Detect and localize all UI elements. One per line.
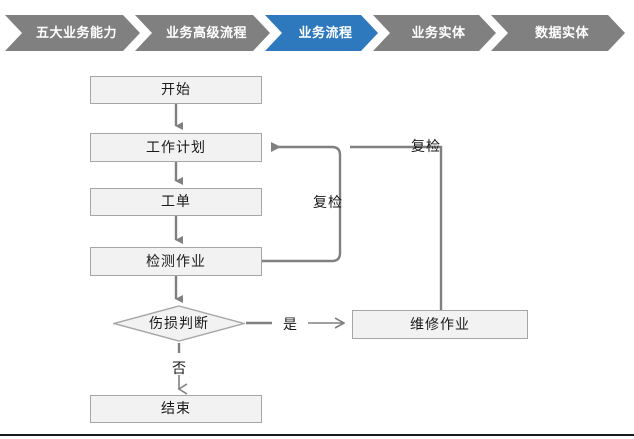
edge-label-recheck-inner: 复检 [313, 195, 343, 211]
node-inspection-task[interactable]: 检测作业 [90, 247, 262, 276]
edge-label-recheck-outer: 复检 [411, 139, 441, 155]
breadcrumb-item-1[interactable]: 业务高级流程 [135, 15, 270, 51]
breadcrumb-item-2-active[interactable]: 业务流程 [265, 15, 378, 51]
node-start-label: 开始 [161, 82, 191, 98]
diamond-icon [113, 305, 245, 342]
node-repair-task[interactable]: 维修作业 [352, 310, 528, 339]
node-end-label: 结束 [161, 401, 191, 417]
breadcrumb-item-1-label: 业务高级流程 [165, 25, 247, 41]
breadcrumb-item-0-label: 五大业务能力 [35, 25, 117, 41]
breadcrumb-item-3[interactable]: 业务实体 [373, 15, 496, 51]
bottom-divider [0, 434, 634, 436]
breadcrumb-item-4-label: 数据实体 [534, 25, 589, 41]
node-work-order-label: 工单 [161, 194, 191, 210]
node-work-plan-label: 工作计划 [146, 139, 206, 156]
breadcrumb-item-3-label: 业务实体 [411, 25, 466, 41]
edge-label-yes: 是 [283, 317, 298, 333]
node-end[interactable]: 结束 [90, 395, 262, 423]
node-start[interactable]: 开始 [90, 76, 262, 104]
edge-label-no: 否 [172, 361, 187, 377]
node-damage-decision-label: 伤损判断 [149, 315, 209, 332]
node-work-plan[interactable]: 工作计划 [90, 133, 262, 162]
node-damage-decision[interactable]: 伤损判断 [113, 305, 245, 342]
node-inspection-task-label: 检测作业 [146, 253, 206, 270]
node-work-order[interactable]: 工单 [90, 188, 262, 216]
breadcrumb: 五大业务能力 业务高级流程 业务流程 业务实体 数据实体 [0, 0, 634, 66]
breadcrumb-item-4[interactable]: 数据实体 [491, 15, 625, 51]
breadcrumb-item-0[interactable]: 五大业务能力 [5, 15, 140, 51]
node-repair-task-label: 维修作业 [410, 316, 470, 333]
breadcrumb-item-2-label: 业务流程 [298, 25, 353, 41]
